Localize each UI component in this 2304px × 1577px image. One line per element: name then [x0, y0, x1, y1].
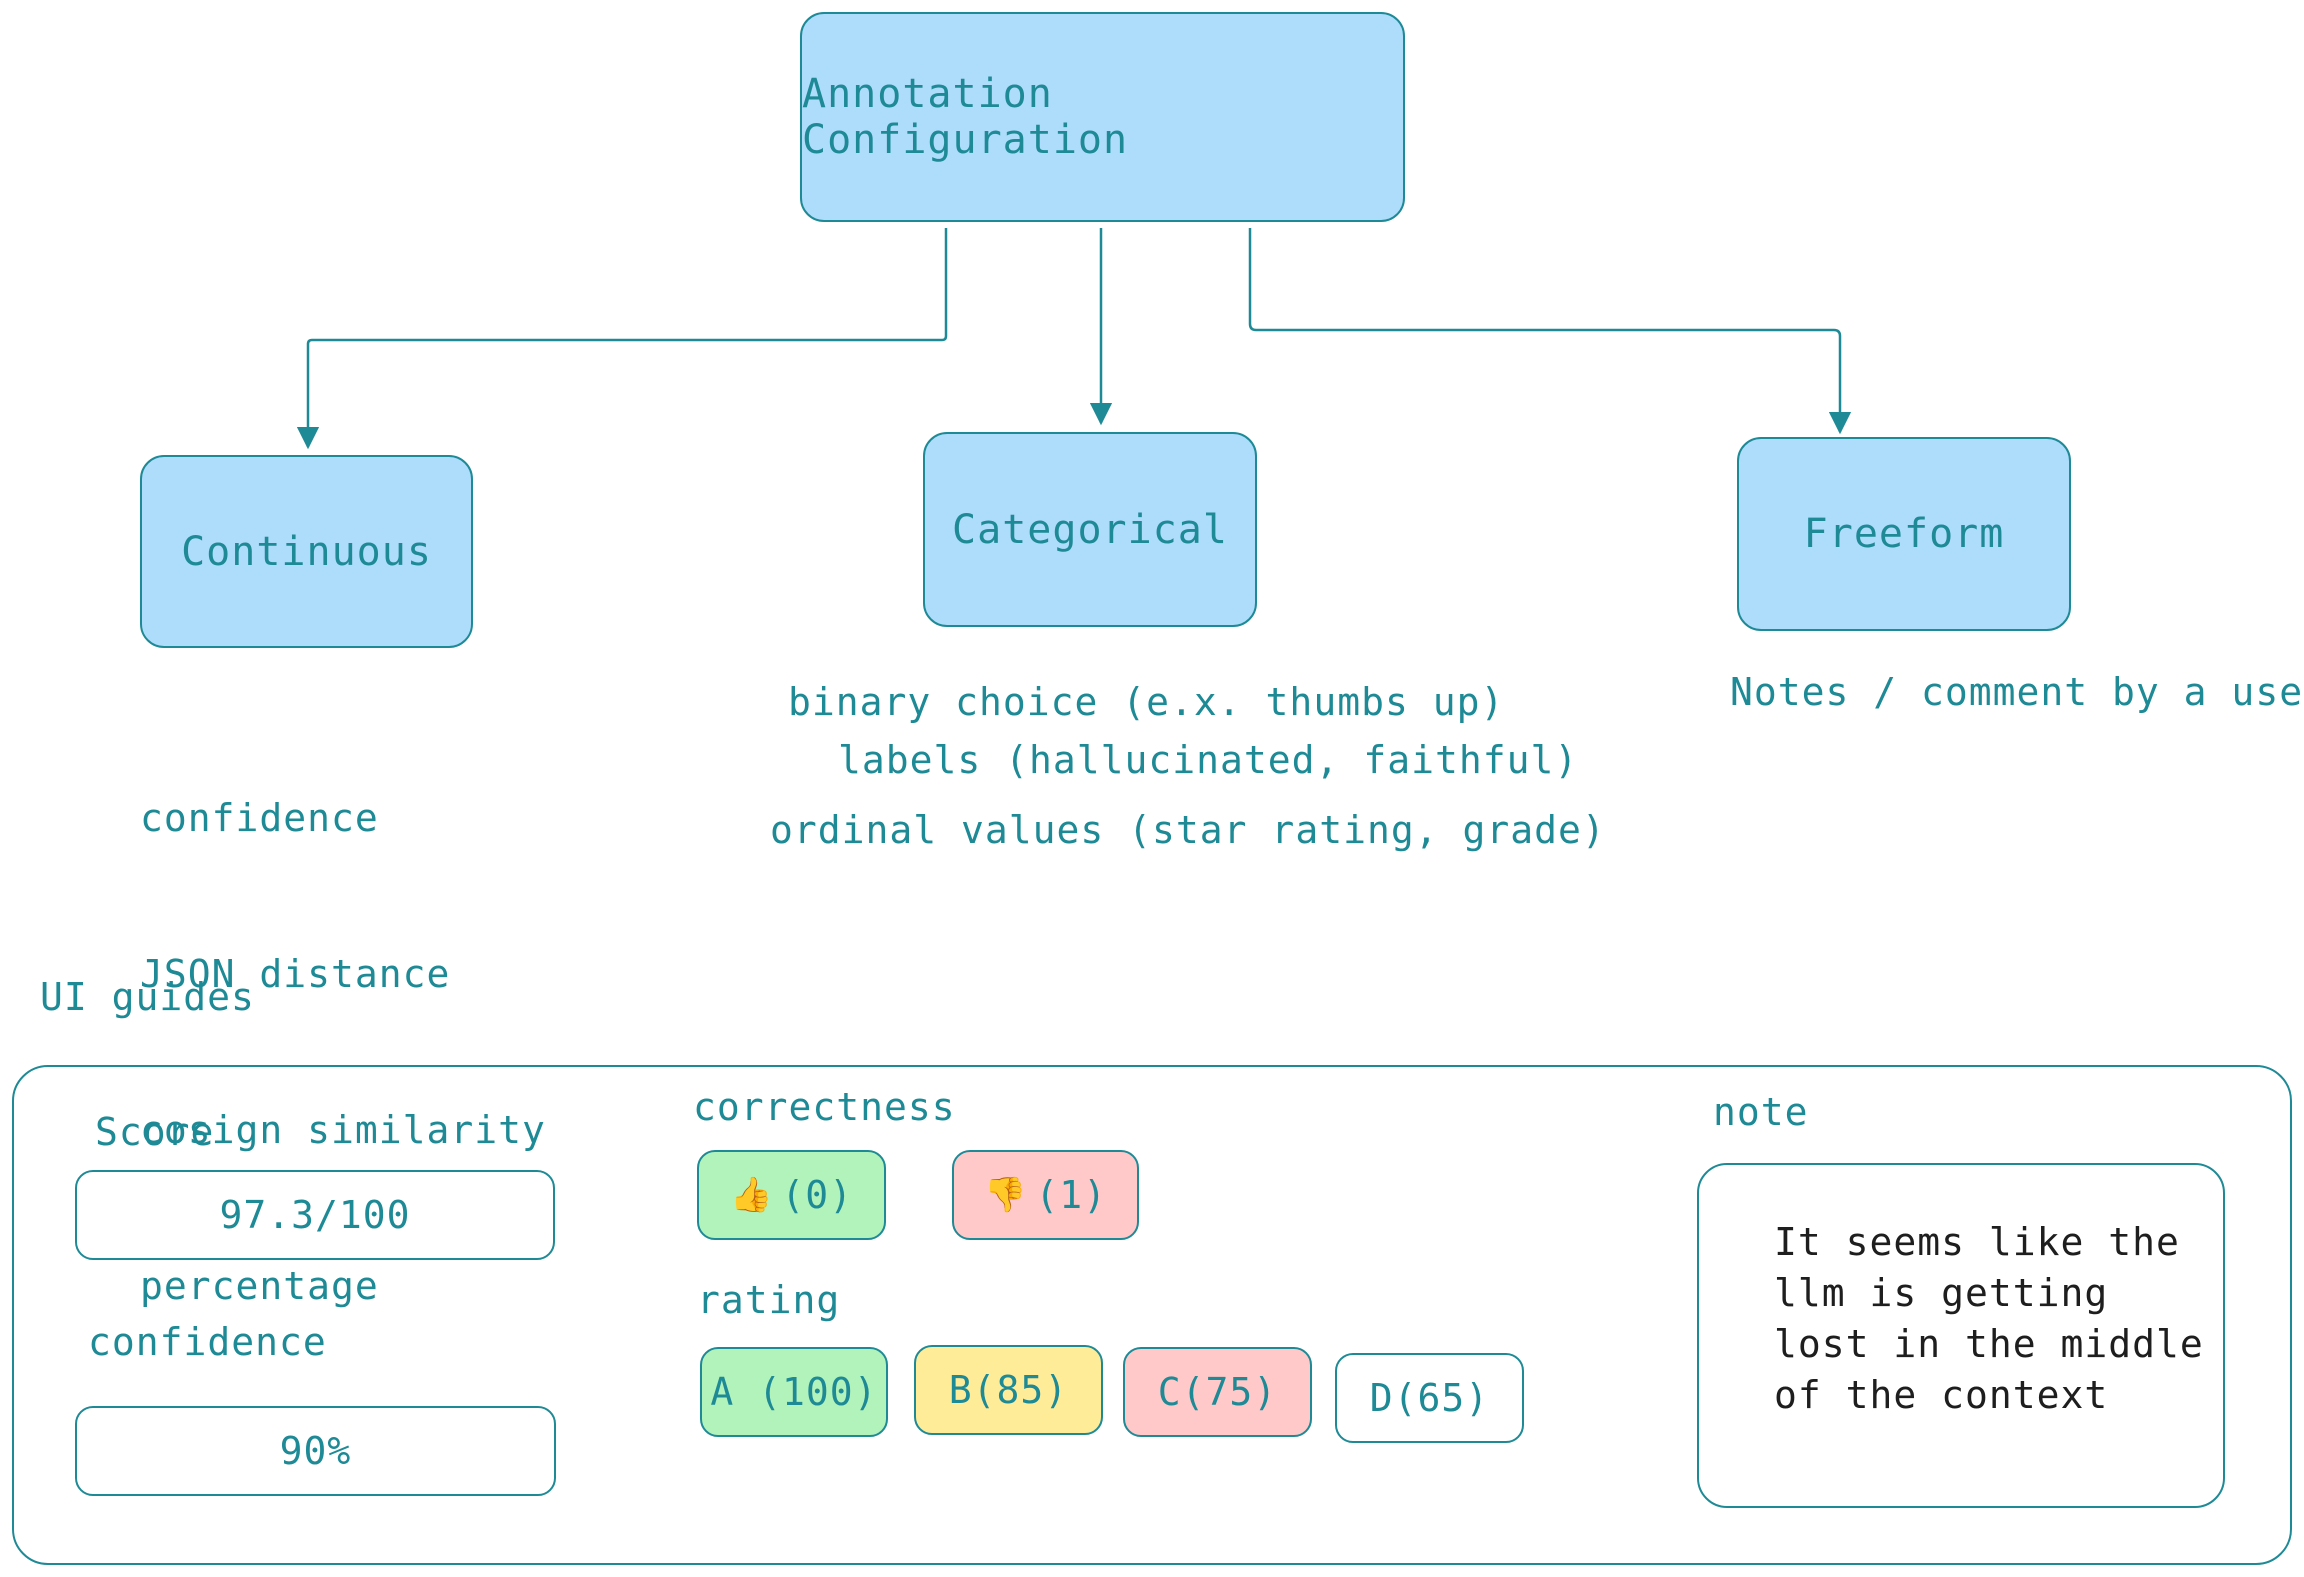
- categorical-note: binary choice (e.x. thumbs up): [788, 680, 1505, 724]
- score-value: 97.3/100: [219, 1193, 411, 1237]
- thumbs-down-button[interactable]: 👎 (1): [952, 1150, 1139, 1240]
- annotation-configuration-node: Annotation Configuration: [800, 12, 1405, 222]
- rating-option-label: C(75): [1157, 1370, 1278, 1414]
- note-label: note: [1713, 1090, 1809, 1134]
- continuous-notes: confidence JSON distance cosign similari…: [140, 688, 546, 1364]
- continuous-note: JSON distance: [140, 952, 451, 996]
- categorical-note: labels (hallucinated, faithful): [838, 738, 1579, 782]
- categorical-note: ordinal values (star rating, grade): [770, 808, 1606, 852]
- rating-option-label: B(85): [948, 1368, 1069, 1412]
- thumbs-up-button[interactable]: 👍 (0): [697, 1150, 886, 1240]
- note-text: It seems like the llm is getting lost in…: [1774, 1220, 2204, 1417]
- score-field[interactable]: 97.3/100: [75, 1170, 555, 1260]
- arrow-to-freeform: [1248, 228, 1852, 435]
- confidence-label: confidence: [88, 1320, 327, 1364]
- thumbs-up-icon: 👍: [730, 1175, 774, 1215]
- rating-option-b[interactable]: B(85): [914, 1345, 1103, 1435]
- freeform-label: Freeform: [1803, 511, 2005, 557]
- categorical-label: Categorical: [952, 506, 1228, 553]
- continuous-note: cosign similarity: [140, 1108, 546, 1152]
- thumbs-down-icon: 👎: [984, 1175, 1028, 1215]
- rating-option-c[interactable]: C(75): [1123, 1347, 1312, 1437]
- score-label: Score: [95, 1110, 215, 1154]
- rating-label: rating: [697, 1278, 841, 1322]
- freeform-note: Notes / comment by a user: [1730, 670, 2304, 714]
- freeform-node: Freeform: [1737, 437, 2071, 631]
- continuous-note: percentage: [140, 1264, 379, 1308]
- rating-option-label: A (100): [710, 1370, 878, 1414]
- rating-option-a[interactable]: A (100): [700, 1347, 888, 1437]
- continuous-node: Continuous: [140, 455, 473, 648]
- rating-option-d[interactable]: D(65): [1335, 1353, 1524, 1443]
- correctness-label: correctness: [693, 1085, 956, 1129]
- ui-guides-title: UI guides: [40, 975, 255, 1019]
- thumbs-down-count: (1): [1035, 1173, 1107, 1217]
- note-textarea[interactable]: It seems like the llm is getting lost in…: [1697, 1163, 2225, 1508]
- confidence-value: 90%: [279, 1429, 352, 1473]
- continuous-note: confidence: [140, 796, 379, 840]
- arrow-to-continuous: [296, 228, 948, 450]
- confidence-field[interactable]: 90%: [75, 1406, 556, 1496]
- thumbs-up-count: (0): [781, 1173, 853, 1217]
- continuous-label: Continuous: [181, 528, 432, 575]
- ui-guides-panel: [12, 1065, 2292, 1565]
- rating-option-label: D(65): [1369, 1376, 1490, 1420]
- annotation-configuration-label: Annotation Configuration: [802, 71, 1129, 163]
- categorical-node: Categorical: [923, 432, 1257, 627]
